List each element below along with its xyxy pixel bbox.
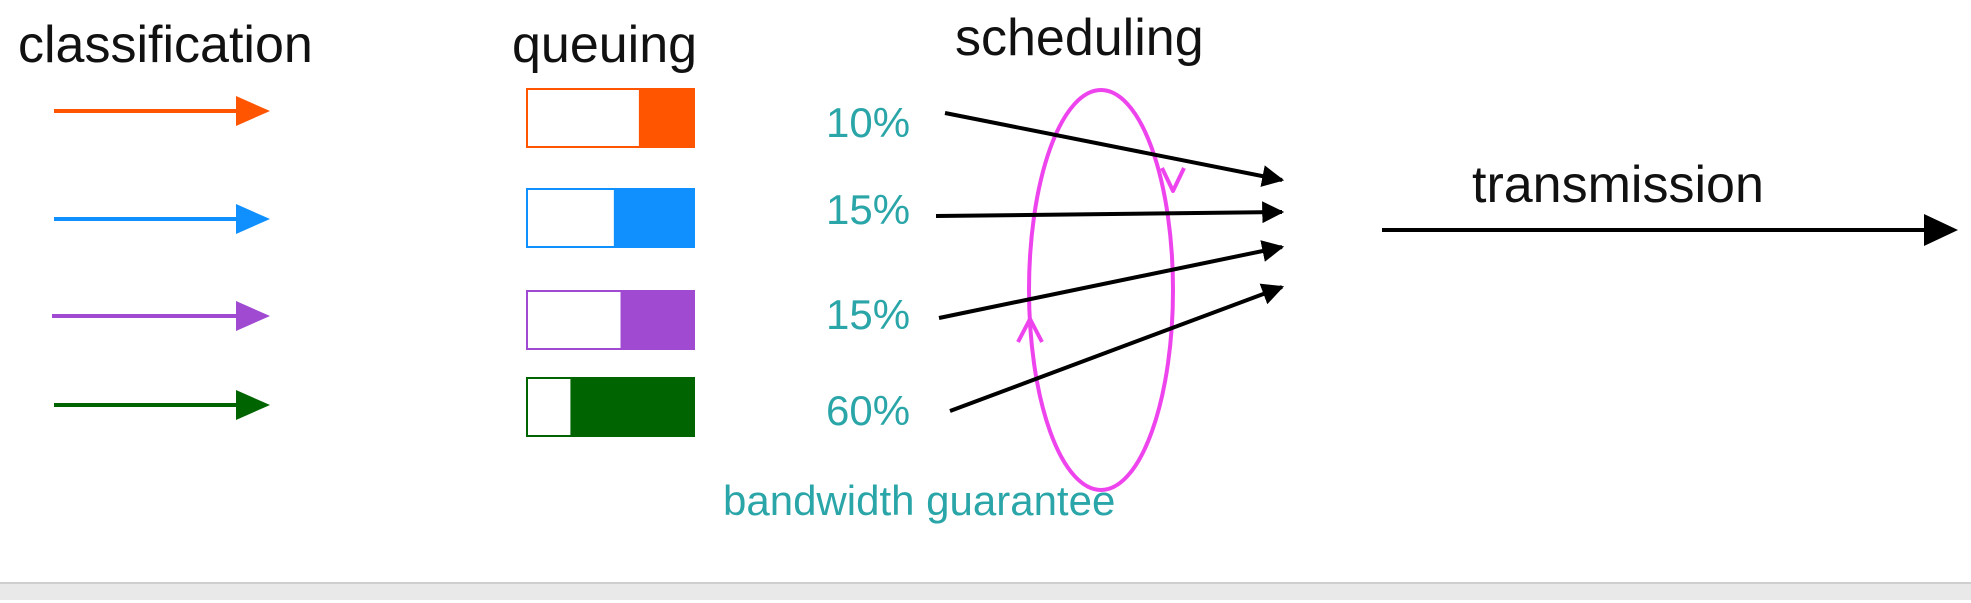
queue-orange-fill (638, 89, 694, 147)
scheduler-arrow-orange (944, 111, 1285, 187)
queuing-heading: queuing (512, 16, 697, 74)
scheduler-arrow-green (949, 283, 1285, 413)
transmission-arrow (1382, 214, 1958, 246)
scheduler-loop-arrowhead-down (1160, 167, 1186, 193)
queue-purple-fill (620, 291, 694, 349)
queue-blue (526, 188, 695, 248)
bandwidth-shares: 10% 15% 15% 60% (826, 99, 910, 434)
scheduler-arrow-purple (938, 240, 1285, 320)
transmission-heading: transmission (1472, 156, 1764, 214)
scheduler-arrow-blue (935, 201, 1285, 224)
class-arrow-blue (54, 204, 270, 234)
class-arrow-purple (52, 301, 270, 331)
scheduler-loop (1016, 88, 1186, 492)
queue-green-fill (570, 378, 694, 436)
bottom-border (0, 582, 1971, 600)
share-label-green: 60% (826, 387, 910, 434)
queue-purple (526, 290, 695, 350)
share-label-purple: 15% (826, 291, 910, 338)
bandwidth-guarantee-caption: bandwidth guarantee (723, 477, 1115, 524)
class-arrow-green-head (236, 390, 270, 420)
queue-orange (526, 88, 695, 148)
class-arrow-purple-head (236, 301, 270, 331)
share-label-orange: 10% (826, 99, 910, 146)
transmission-arrow-head (1924, 214, 1958, 246)
queues (526, 88, 695, 437)
class-arrow-blue-head (236, 204, 270, 234)
class-arrow-orange (54, 96, 270, 126)
classification-heading: classification (18, 16, 313, 74)
scheduler-arrows (935, 111, 1285, 413)
share-label-blue: 15% (826, 186, 910, 233)
class-arrow-green (54, 390, 270, 420)
scheduling-heading: scheduling (955, 9, 1204, 67)
queue-blue-fill (613, 189, 694, 247)
scheduler-loop-arrowhead-up (1016, 317, 1044, 343)
scheduler-loop-ellipse (1027, 88, 1175, 492)
queue-green (526, 377, 695, 437)
classification-arrows (52, 96, 270, 420)
class-arrow-orange-head (236, 96, 270, 126)
